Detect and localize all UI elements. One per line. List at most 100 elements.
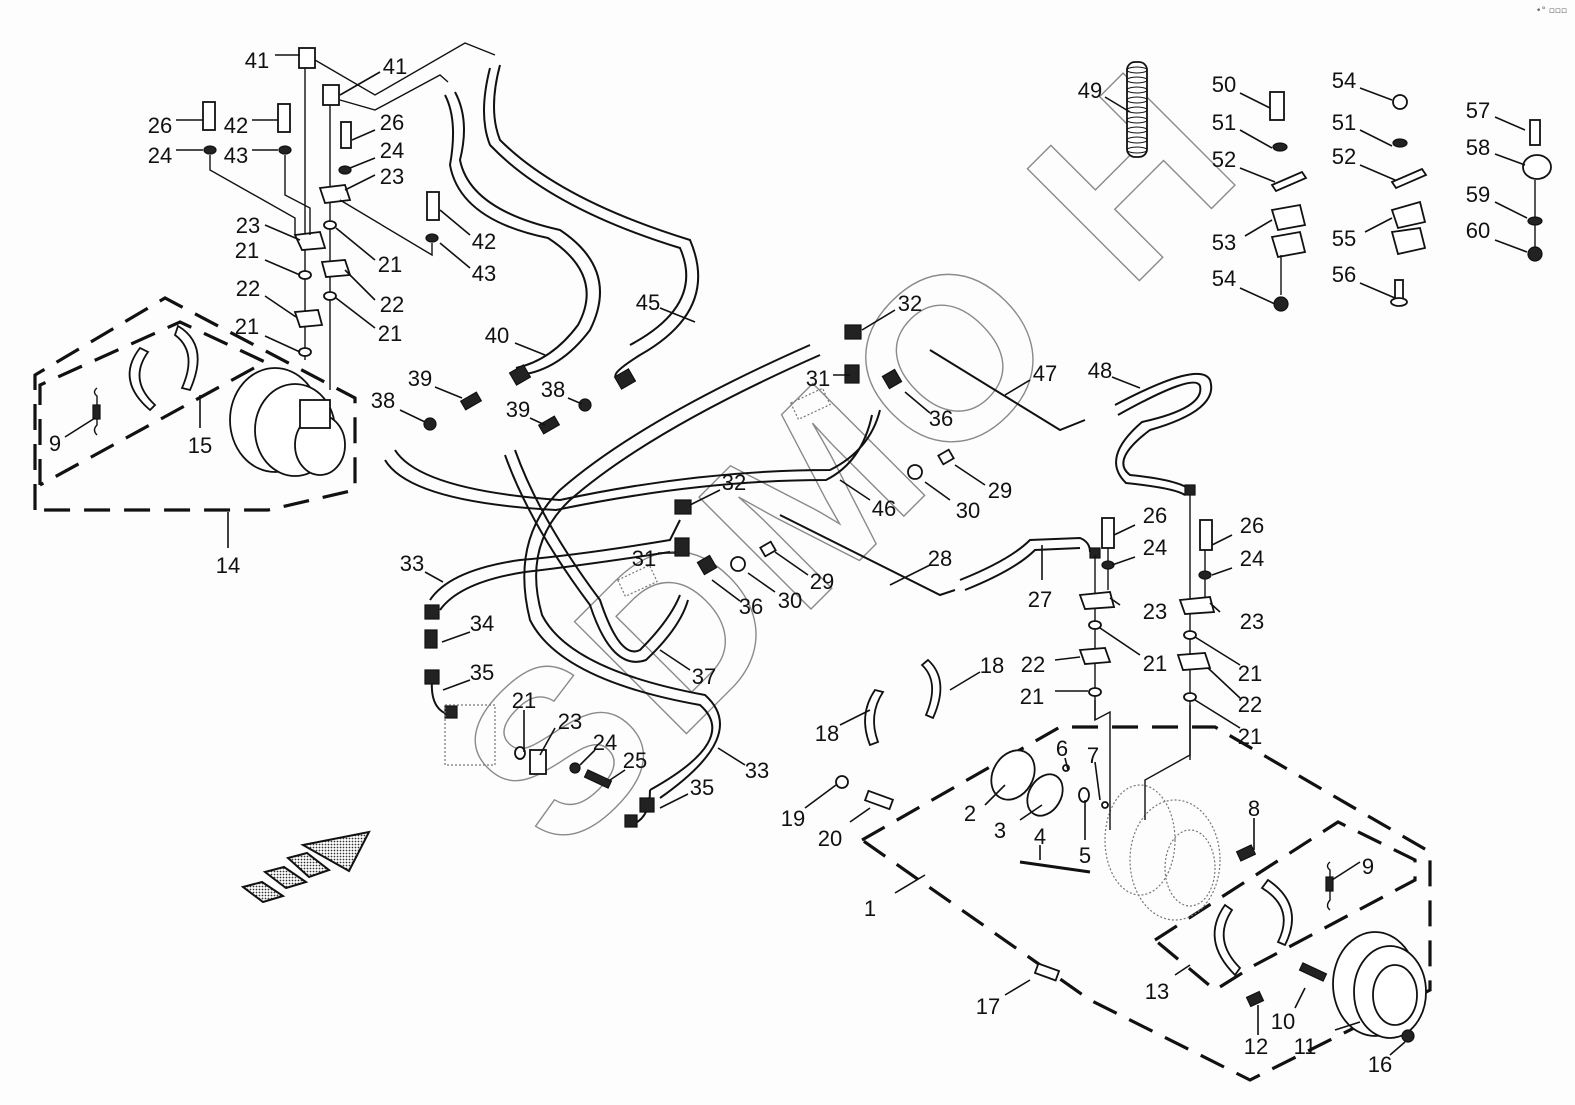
callout-36: 36 [904, 391, 953, 431]
callout-label: 29 [988, 478, 1012, 503]
leader-line [434, 386, 463, 399]
callout-24: 24 [349, 138, 404, 169]
leader-line [659, 793, 689, 809]
callout-label: 30 [778, 588, 802, 613]
callout-label: 59 [1466, 182, 1490, 207]
callout-label: 26 [148, 113, 172, 138]
sleeve-ring [1126, 86, 1148, 94]
leader-line [949, 671, 981, 691]
callout-41: 41 [245, 48, 300, 73]
leader-line [689, 489, 721, 506]
leader-line [424, 571, 444, 583]
callout-label: 46 [872, 496, 896, 521]
callout-27: 27 [1028, 545, 1052, 612]
callout-28: 28 [889, 546, 952, 586]
leader-line [954, 464, 986, 486]
leader-line [1239, 287, 1276, 305]
callout-label: 21 [1020, 684, 1044, 709]
callout-56: 56 [1332, 262, 1396, 299]
callout-36: 36 [711, 579, 763, 619]
leader-line [335, 227, 376, 261]
leader-line [1244, 219, 1273, 237]
callout-label: 36 [739, 594, 763, 619]
callout-10: 10 [1271, 987, 1306, 1034]
callout-35: 35 [659, 775, 714, 809]
callout-label: 2 [964, 801, 976, 826]
callout-58: 58 [1466, 135, 1526, 166]
callout-14: 14 [216, 512, 240, 578]
callout-12: 12 [1244, 1005, 1268, 1059]
callout-31: 31 [806, 366, 850, 391]
callout-22: 22 [1021, 652, 1081, 677]
callout-9: 9 [1331, 854, 1374, 881]
callout-label: 14 [216, 553, 240, 578]
callout-4: 4 [1034, 824, 1046, 860]
callout-label: 11 [1294, 1034, 1317, 1059]
callout-label: 37 [692, 664, 716, 689]
callout-17: 17 [976, 979, 1031, 1019]
callout-label: 23 [1240, 609, 1264, 634]
callout-label: 18 [980, 653, 1004, 678]
callout-label: 51 [1212, 110, 1236, 135]
callout-21: 21 [1099, 627, 1167, 676]
leader-line [1094, 761, 1101, 801]
brake-drum [1332, 931, 1427, 1039]
callout-label: 8 [1248, 796, 1260, 821]
left-wheel-motor-group [33, 296, 357, 512]
callout-label: 52 [1212, 147, 1236, 172]
callout-39: 39 [506, 397, 546, 426]
callout-label: 30 [956, 498, 980, 523]
callout-15: 15 [188, 395, 212, 458]
callout-46: 46 [839, 479, 896, 521]
chain-guides [864, 658, 942, 747]
callout-label: 22 [1021, 652, 1045, 677]
left-wheel-motor [229, 367, 346, 477]
callout-38: 38 [371, 388, 426, 423]
leader-line [1194, 636, 1241, 666]
right-wheel-motor [1104, 784, 1221, 921]
callout-43: 43 [224, 143, 278, 168]
callout-label: 39 [506, 397, 530, 422]
callout-label: 26 [1240, 513, 1264, 538]
leader-line [889, 564, 931, 586]
callout-label: 58 [1466, 135, 1490, 160]
callout-label: 5 [1079, 843, 1091, 868]
callout-1: 1 [864, 874, 926, 921]
callout-label: 31 [632, 546, 656, 571]
callout-label: 24 [593, 730, 617, 755]
callout-label: 3 [994, 818, 1006, 843]
callout-label: 57 [1466, 98, 1490, 123]
leader-line [659, 649, 691, 671]
callout-label: 15 [188, 433, 212, 458]
callout-19: 19 [781, 784, 837, 831]
callout-52: 52 [1212, 147, 1276, 183]
callout-label: 48 [1088, 358, 1112, 383]
leader-line [1334, 1021, 1361, 1031]
sleeve-ring [1126, 76, 1148, 84]
callout-label: 42 [472, 229, 496, 254]
leader-line [774, 551, 809, 576]
leader-line [1359, 87, 1393, 101]
callout-label: 7 [1087, 743, 1099, 768]
callout-42: 42 [224, 113, 278, 138]
leader-line [1494, 201, 1528, 219]
callout-23: 23 [1209, 602, 1264, 634]
leader-line [1004, 979, 1031, 996]
callout-label: 38 [541, 377, 565, 402]
leader-line [264, 335, 301, 353]
callout-45: 45 [636, 290, 696, 323]
callout-23: 23 [344, 164, 404, 191]
callout-label: 40 [485, 323, 509, 348]
callout-23: 23 [1109, 597, 1167, 624]
right-spring [1325, 861, 1334, 911]
leader-line [1494, 153, 1526, 166]
callout-53: 53 [1212, 219, 1273, 255]
corner-mark: •° ▫▫▫ [1536, 6, 1567, 16]
callout-label: 22 [236, 276, 260, 301]
callout-30: 30 [747, 572, 802, 613]
callout-31: 31 [632, 546, 675, 571]
callout-label: 34 [470, 611, 494, 636]
callout-label: 23 [380, 164, 404, 189]
callout-21: 21 [1194, 699, 1262, 749]
callout-23: 23 [236, 213, 301, 241]
